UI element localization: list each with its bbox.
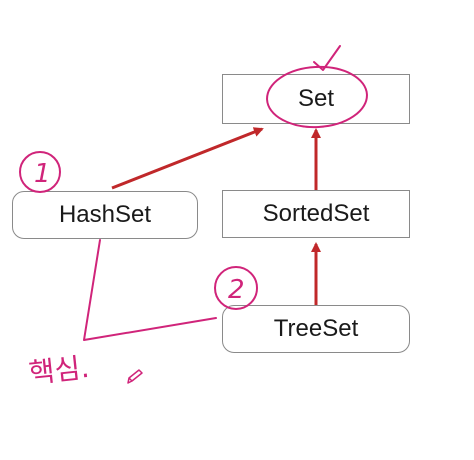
circle-two-label: 2 — [228, 275, 245, 305]
set-circle-annotation — [266, 65, 368, 129]
set-label: Set — [297, 85, 335, 112]
connector-annotation — [83, 239, 217, 341]
circle-one-label: 1 — [34, 159, 51, 189]
pencil-icon — [127, 369, 143, 384]
circle-two-annotation — [214, 266, 258, 310]
sortedset-label: SortedSet — [262, 200, 370, 227]
circle-one-annotation — [19, 151, 61, 193]
arrow-hashset-to-set — [111, 127, 264, 190]
hashset-node: HashSet — [12, 191, 198, 239]
check-mark-annotation — [313, 45, 341, 71]
sortedset-node: SortedSet — [222, 190, 410, 238]
treeset-label: TreeSet — [273, 315, 359, 342]
note-label: 핵심. — [27, 351, 91, 390]
hashset-label: HashSet — [58, 201, 152, 228]
set-node: Set — [222, 74, 410, 124]
treeset-node: TreeSet — [222, 305, 410, 353]
